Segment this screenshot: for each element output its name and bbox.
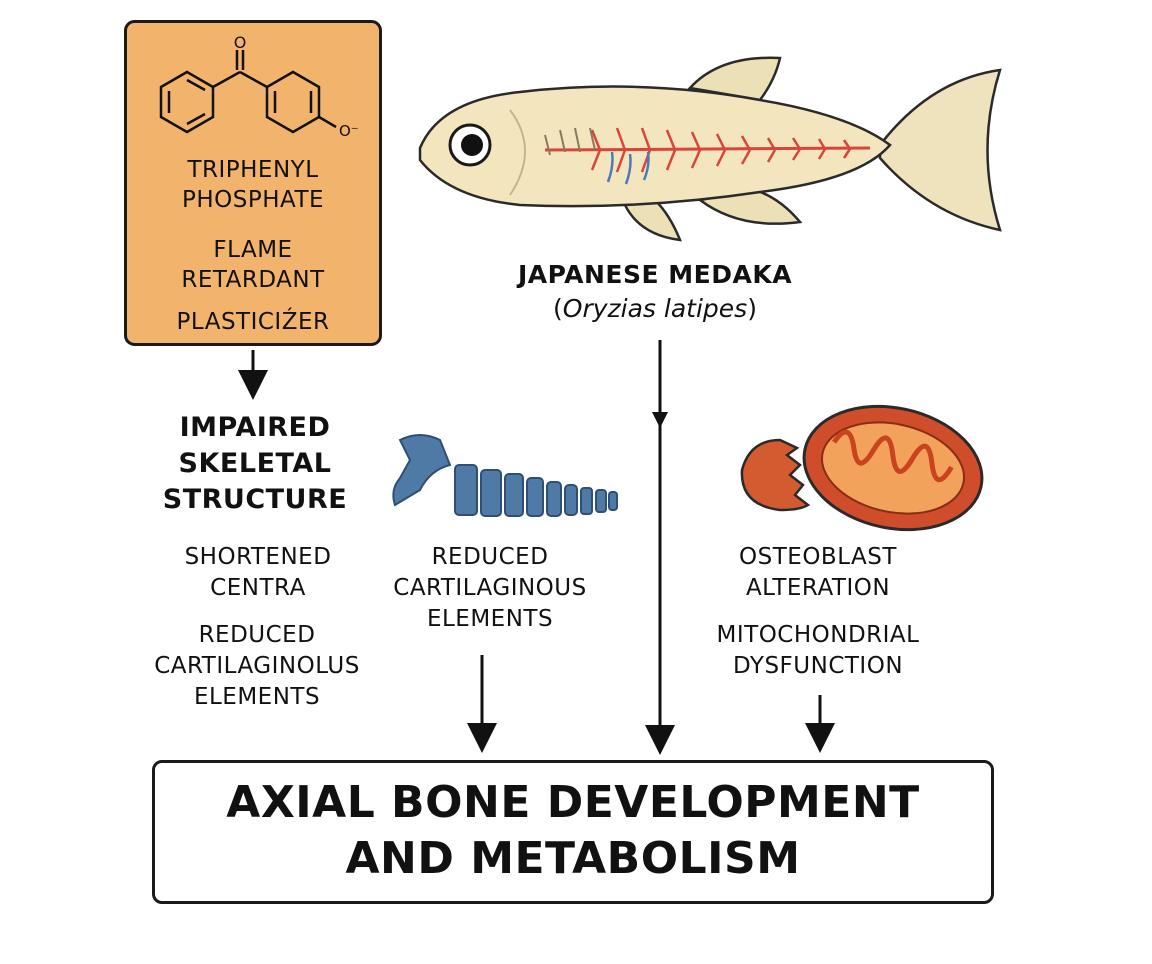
arrow-fish-midhead <box>652 412 668 428</box>
chemical-name: TRIPHENYL PHOSPHATE <box>124 155 382 215</box>
vertebral-column-icon <box>392 434 618 517</box>
chemical-box <box>124 20 382 346</box>
caption-line: CENTRA <box>210 575 306 601</box>
caption-line: CARTILAGINOUS <box>393 575 587 601</box>
caption-line: REDUCED <box>198 622 316 648</box>
reduced-cartilaginolus-label: REDUCED CARTILAGINOLUS ELEMENTS <box>112 620 402 713</box>
osteoblast-alteration-label: OSTEOBLAST ALTERATION <box>690 542 946 604</box>
heading-line-1: IMPAIRED <box>179 412 331 443</box>
heading-line-3: STRUCTURE <box>162 484 348 515</box>
chemical-name-line-1: TRIPHENYL <box>187 157 319 183</box>
outcome-title: AXIAL BONE DEVELOPMENT AND METABOLISM <box>152 775 994 887</box>
chemical-name-line-2: PHOSPHATE <box>181 187 325 213</box>
carbonyl-oxygen-label: O <box>234 33 247 52</box>
species-common-name: JAPANESE MEDAKA <box>517 260 793 289</box>
latin-close-paren: ) <box>747 294 757 323</box>
caption-line: DYSFUNCTION <box>732 653 904 679</box>
heading-line-2: SKELETAL <box>178 448 332 479</box>
species-latin-name: (Oryzias latipes) <box>470 292 840 326</box>
outcome-box <box>152 760 994 904</box>
benzophenone-structure-icon <box>159 50 337 134</box>
mitochondria-icon <box>740 404 984 532</box>
medaka-fish-icon <box>418 56 1002 242</box>
caption-line: ELEMENTS <box>193 684 321 710</box>
caption-line: ALTERATION <box>745 575 891 601</box>
species-label: JAPANESE MEDAKA (Oryzias latipes) <box>470 258 840 326</box>
latin-open-paren: ( <box>553 294 563 323</box>
caption-line: SHORTENED <box>184 544 332 570</box>
chemical-use-line-2: RETARDANT <box>181 267 325 293</box>
caption-line: ELEMENTS <box>426 606 554 632</box>
caption-line: MITOCHONDRIAL <box>716 622 920 648</box>
mitochondrial-dysfunction-label: MITOCHONDRIAL DYSFUNCTION <box>680 620 956 682</box>
chemical-use-flame-retardant: FLAME RETARDANT <box>124 235 382 295</box>
outcome-line-1: AXIAL BONE DEVELOPMENT <box>226 777 920 828</box>
shortened-centra-label: SHORTENED CENTRA <box>120 542 396 604</box>
outcome-line-2: AND METABOLISM <box>345 833 801 884</box>
impaired-skeletal-structure-heading: IMPAIRED SKELETAL STRUCTURE <box>120 410 390 518</box>
latin-name-text: Oryzias latipes <box>562 294 748 323</box>
oxide-charge-label: O⁻ <box>339 122 359 140</box>
chemical-use-line-1: FLAME <box>213 237 293 263</box>
chemical-use-plasticizer: PLASTICIŹER <box>176 309 330 335</box>
caption-line: REDUCED <box>431 544 549 570</box>
caption-line: CARTILAGINOLUS <box>154 653 360 679</box>
caption-line: OSTEOBLAST <box>739 544 897 570</box>
reduced-cartilaginous-label: REDUCED CARTILAGINOUS ELEMENTS <box>360 542 620 635</box>
